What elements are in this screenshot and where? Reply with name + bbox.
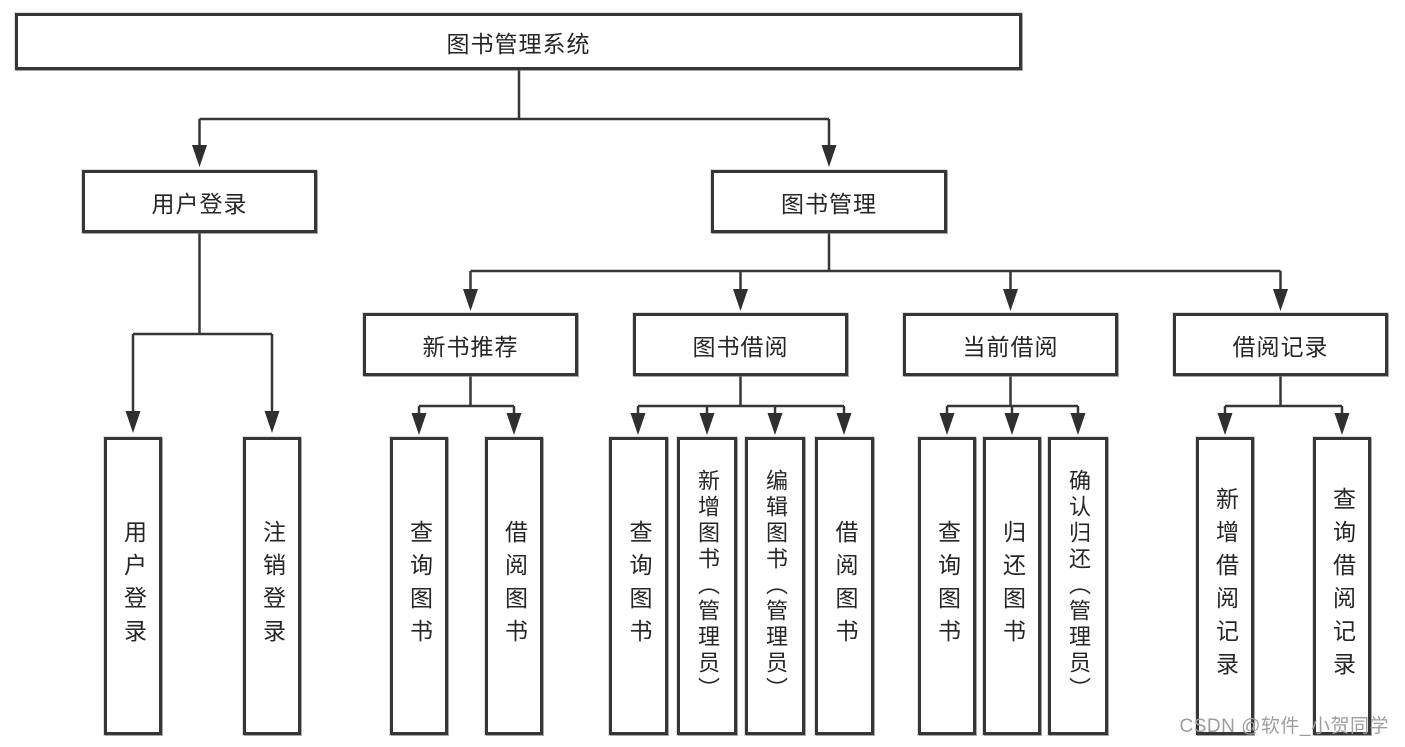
connector-book-management-branch [463, 233, 1288, 311]
node-root-label: 图书管理系统 [446, 30, 591, 57]
node-bb-add-books-admin: 新增图书（管理员） [677, 437, 737, 735]
node-login: 用户登录 [104, 437, 162, 735]
node-bb-query-books-label: 查询图书 [626, 520, 652, 652]
connector-book-borrow-branch [630, 376, 852, 435]
node-cb-query-books: 查询图书 [918, 437, 976, 735]
connector-current-borrow-branch [939, 376, 1086, 435]
node-nb-query-books: 查询图书 [390, 437, 448, 735]
connector-user-login-branch [125, 233, 280, 433]
node-cb-confirm-return-admin-label: 确认归还（管理员） [1066, 469, 1091, 703]
node-book-borrowing-label: 图书借阅 [692, 333, 789, 360]
node-br-query-record: 查询借阅记录 [1313, 437, 1371, 735]
node-book-management: 图书管理 [711, 170, 947, 233]
node-nb-query-books-label: 查询图书 [406, 520, 433, 652]
node-borrow-records: 借阅记录 [1173, 313, 1388, 376]
node-current-borrowing: 当前借阅 [903, 313, 1118, 376]
connector-borrow-records-branch [1217, 376, 1350, 435]
node-cb-return-books-label: 归还图书 [999, 520, 1026, 652]
node-bb-borrow-books-label: 借阅图书 [832, 520, 858, 652]
node-br-add-record: 新增借阅记录 [1196, 437, 1254, 735]
node-br-query-record-label: 查询借阅记录 [1329, 487, 1356, 685]
node-book-management-label: 图书管理 [781, 190, 877, 217]
node-current-borrowing-label: 当前借阅 [962, 333, 1059, 360]
node-bb-add-books-admin-label: 新增图书（管理员） [695, 469, 720, 703]
node-cb-query-books-label: 查询图书 [934, 520, 961, 652]
node-borrow-records-label: 借阅记录 [1232, 333, 1329, 360]
node-cb-return-books: 归还图书 [983, 437, 1041, 735]
connector-new-book-branch [411, 376, 522, 435]
node-book-borrowing: 图书借阅 [633, 313, 848, 376]
node-new-book-recommend-label: 新书推荐 [422, 333, 519, 360]
node-bb-edit-books-admin: 编辑图书（管理员） [745, 437, 805, 735]
node-user-login: 用户登录 [82, 170, 317, 233]
node-user-login-label: 用户登录 [151, 190, 248, 217]
watermark: CSDN @软件_小贺同学 [1179, 716, 1389, 737]
node-nb-borrow-books-label: 借阅图书 [501, 520, 528, 652]
connector-root-to-level2 [192, 70, 837, 167]
node-bb-edit-books-admin-label: 编辑图书（管理员） [763, 469, 788, 703]
node-nb-borrow-books: 借阅图书 [485, 437, 543, 735]
node-bb-query-books: 查询图书 [609, 437, 668, 735]
node-br-add-record-label: 新增借阅记录 [1212, 487, 1239, 685]
node-logout: 注销登录 [243, 437, 301, 735]
node-root: 图书管理系统 [15, 13, 1022, 70]
node-new-book-recommend: 新书推荐 [363, 313, 578, 376]
node-cb-confirm-return-admin: 确认归还（管理员） [1048, 437, 1108, 735]
node-logout-label: 注销登录 [259, 520, 286, 652]
node-login-label: 用户登录 [120, 520, 147, 652]
node-bb-borrow-books: 借阅图书 [815, 437, 874, 735]
